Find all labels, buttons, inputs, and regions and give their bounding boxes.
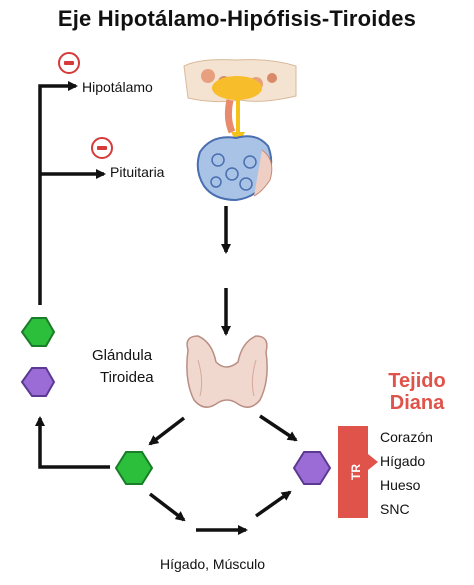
target-organ-item: Corazón	[380, 429, 433, 445]
target-organ-item: SNC	[380, 501, 410, 517]
arrow-thyroid-to-t4	[148, 416, 186, 446]
arrow-t4-down	[148, 492, 186, 522]
target-organ-item: Hígado	[380, 453, 426, 469]
arrow-thyroid-to-t3	[259, 414, 298, 442]
receptor-bracket: TR	[338, 426, 378, 518]
hypothalamus-pituitary-illustration	[183, 59, 297, 202]
minus-icon-pituitary	[91, 137, 113, 159]
hexagon-icon-t3-right	[292, 451, 332, 485]
target-tissue-heading: Tejido Diana	[372, 370, 462, 414]
thyroid-label-line2: Tiroidea	[100, 369, 154, 386]
hypothalamus-label: Hipotálamo	[82, 79, 153, 95]
target-tissue-heading-line2: Diana	[389, 392, 445, 414]
target-tissue-heading-line1: Tejido	[388, 370, 446, 392]
feedback-lines	[35, 81, 110, 469]
pituitary-label: Pituitaria	[110, 164, 165, 180]
arrow-to-t3-conversion	[254, 490, 292, 518]
hexagon-icon-t4-center	[114, 451, 154, 485]
thyroid-gland-illustration	[186, 335, 268, 408]
target-organ-list: Corazón Hígado Hueso SNC	[380, 425, 433, 521]
hexagon-icon-t3-left	[20, 367, 56, 397]
minus-icon-hypothalamus	[58, 52, 80, 74]
feedback-arrow-up	[35, 416, 110, 469]
hexagon-icon-t4-top	[20, 317, 56, 347]
feedback-arrow-hypothalamus	[38, 81, 78, 305]
target-organ-item: Hueso	[380, 477, 421, 493]
thyroid-label-line1: Glándula	[92, 347, 153, 364]
diagram-title: Eje Hipotálamo-Hipófisis-Tiroides	[57, 6, 417, 31]
liver-muscle-label: Hígado, Músculo	[160, 556, 266, 572]
receptor-label: TR	[349, 464, 363, 480]
